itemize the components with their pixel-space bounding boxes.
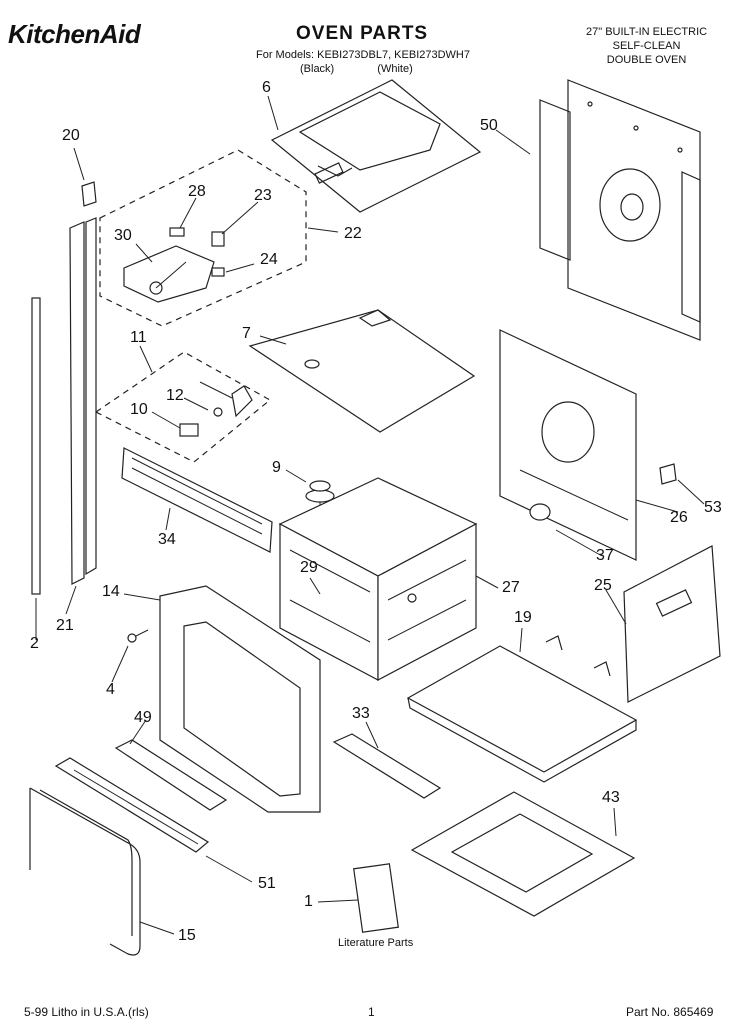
part-33-channel xyxy=(332,733,442,799)
part-1-literature xyxy=(353,863,399,933)
callout-53: 53 xyxy=(704,499,722,516)
callout-1: 1 xyxy=(304,893,313,910)
callout-11: 11 xyxy=(130,329,147,346)
callout-4: 4 xyxy=(106,681,115,698)
product-line-3: DOUBLE OVEN xyxy=(606,53,687,66)
callout-22: 22 xyxy=(344,225,362,242)
callout-21: 21 xyxy=(56,617,74,634)
callout-6: 6 xyxy=(262,79,271,96)
callout-14: 14 xyxy=(102,583,120,600)
footer-litho: 5-99 Litho in U.S.A.(rls) xyxy=(24,1005,149,1019)
page-title: OVEN PARTS xyxy=(296,23,429,44)
part-53-clip xyxy=(659,463,677,485)
part-21-door-seal xyxy=(69,217,97,585)
part-14-front-frame xyxy=(159,585,321,813)
literature-label: Literature Parts xyxy=(338,937,414,949)
callout-29: 29 xyxy=(300,559,318,576)
callout-28: 28 xyxy=(188,183,206,200)
part-7-inner-top xyxy=(248,309,476,433)
part-43-bottom-frame xyxy=(410,791,636,917)
part-26-rear-frame xyxy=(499,329,637,561)
callout-50: 50 xyxy=(480,117,498,134)
callout-27: 27 xyxy=(502,579,520,596)
callout-23: 23 xyxy=(254,187,272,204)
part-11-sensor-group xyxy=(94,351,272,463)
callout-51: 51 xyxy=(258,875,276,892)
callout-19: 19 xyxy=(514,609,532,626)
part-2-trim xyxy=(31,297,41,595)
variant-white: (White) xyxy=(377,63,413,75)
brand-logo: KitchenAid xyxy=(8,19,141,49)
callout-24: 24 xyxy=(260,251,278,268)
callout-43: 43 xyxy=(602,789,620,806)
part-22-switch-assembly xyxy=(99,149,307,327)
leader-lines xyxy=(35,95,705,935)
callout-9: 9 xyxy=(272,459,281,476)
part-20-bracket xyxy=(81,181,97,207)
callout-34: 34 xyxy=(158,531,176,548)
callout-25: 25 xyxy=(594,577,612,594)
product-line-2: SELF-CLEAN xyxy=(612,39,681,52)
callout-33: 33 xyxy=(352,705,370,722)
callout-30: 30 xyxy=(114,227,132,244)
callout-7: 7 xyxy=(242,325,251,342)
product-description: 27" BUILT-IN ELECTRIC SELF-CLEAN DOUBLE … xyxy=(586,26,707,67)
part-37-bracket xyxy=(529,503,551,521)
part-25-side-panel xyxy=(623,545,721,703)
model-numbers: For Models: KEBI273DBL7, KEBI273DWH7 xyxy=(256,49,470,61)
model-variants: (Black) (White) xyxy=(300,64,413,75)
part-15-door-gasket xyxy=(29,787,141,956)
product-line-1: 27" BUILT-IN ELECTRIC xyxy=(586,26,708,38)
part-34-panel-strip xyxy=(121,447,273,553)
callout-10: 10 xyxy=(130,401,148,418)
callout-2: 2 xyxy=(30,635,39,652)
part-27-oven-box xyxy=(278,477,478,681)
callout-26: 26 xyxy=(670,509,688,526)
callout-15: 15 xyxy=(178,927,196,944)
part-6-top-panel xyxy=(270,79,482,213)
part-49-channel xyxy=(114,739,228,811)
part-9-element xyxy=(305,480,335,530)
callout-20: 20 xyxy=(62,127,80,144)
footer-page-number: 1 xyxy=(368,1005,375,1019)
part-19-bottom-tray xyxy=(406,635,638,783)
footer-part-number: Part No. 865469 xyxy=(626,1005,714,1019)
callout-37: 37 xyxy=(596,547,614,564)
variant-black: (Black) xyxy=(300,63,335,75)
callout-49: 49 xyxy=(134,709,152,726)
part-50-rear-panel xyxy=(539,79,701,341)
part-51-vent-trim xyxy=(54,757,210,853)
callout-12: 12 xyxy=(166,387,184,404)
part-4-screw xyxy=(127,629,149,643)
